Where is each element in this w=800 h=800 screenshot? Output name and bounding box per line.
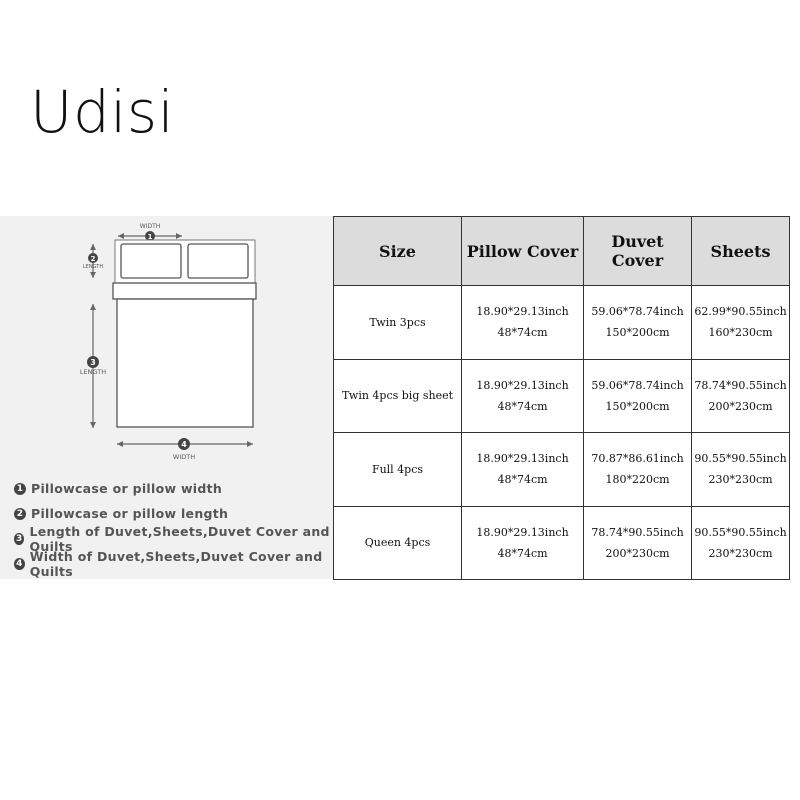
- legend-text: Pillowcase or pillow length: [31, 506, 229, 521]
- legend-number-badge: 2: [14, 507, 26, 520]
- header-duvet-cover: Duvet Cover: [583, 216, 692, 286]
- legend-number-badge: 1: [14, 482, 26, 495]
- marker-4-text: 4: [181, 440, 187, 449]
- small-length-label: LENGTH: [83, 264, 103, 270]
- duvet-cm: 150*200cm: [605, 399, 670, 413]
- duvet-body: [116, 298, 254, 428]
- sheets-cm: 160*230cm: [708, 326, 773, 340]
- pillow-cell: 18.90*29.13inch 48*74cm: [461, 358, 584, 433]
- top-width-label: WIDTH: [140, 223, 161, 230]
- legend-text: Width of Duvet,Sheets,Duvet Cover and Qu…: [29, 548, 323, 579]
- size-cell: Full 4pcs: [333, 432, 462, 507]
- marker-3-icon: [87, 356, 99, 368]
- marker-2-text: 2: [91, 255, 96, 263]
- pillow-cell: 18.90*29.13inch 48*74cm: [461, 505, 584, 580]
- pillow-cell: 18.90*29.13inch 48*74cm: [461, 285, 584, 360]
- duvet-cell: 59.06*78.74inch 150*200cm: [583, 285, 692, 360]
- duvet-inch: 70.87*86.61inch: [591, 452, 684, 466]
- size-cell: Twin 4pcs big sheet: [333, 358, 462, 433]
- duvet-cell: 78.74*90.55inch 200*230cm: [583, 505, 692, 580]
- legend-number-badge: 4: [14, 557, 25, 570]
- header-pillow-cover: Pillow Cover: [461, 216, 584, 286]
- table-header-row: Size Pillow Cover Duvet Cover Sheets: [333, 216, 790, 286]
- duvet-inch: 78.74*90.55inch: [591, 525, 684, 539]
- sheets-cell: 62.99*90.55inch 160*230cm: [691, 285, 790, 360]
- legend-text: Pillowcase or pillow width: [31, 481, 223, 496]
- header-size: Size: [333, 216, 462, 286]
- sheets-cell: 78.74*90.55inch 200*230cm: [691, 358, 790, 433]
- pillow-cell: 18.90*29.13inch 48*74cm: [461, 432, 584, 507]
- size-cell: Queen 4pcs: [333, 505, 462, 580]
- size-cell: Twin 3pcs: [333, 285, 462, 360]
- bottom-width-label: WIDTH: [173, 453, 195, 461]
- sheets-cm: 230*230cm: [708, 546, 773, 560]
- legend-item: 2 Pillowcase or pillow length: [14, 501, 333, 526]
- table-row: Queen 4pcs 18.90*29.13inch 48*74cm 78.74*…: [333, 505, 790, 580]
- header-sheets: Sheets: [691, 216, 790, 286]
- pillow-cm: 48*74cm: [497, 399, 548, 413]
- pillow-inch: 18.90*29.13inch: [476, 378, 569, 392]
- pillow-inch: 18.90*29.13inch: [476, 525, 569, 539]
- legend-item: 1 Pillowcase or pillow width: [14, 476, 333, 501]
- size-chart-table: Size Pillow Cover Duvet Cover Sheets Twi…: [333, 216, 790, 580]
- sheets-inch: 62.99*90.55inch: [694, 305, 787, 319]
- sheets-inch: 90.55*90.55inch: [694, 452, 787, 466]
- sheets-cell: 90.55*90.55inch 230*230cm: [691, 432, 790, 507]
- sheets-cm: 230*230cm: [708, 473, 773, 487]
- legend-item: 3 Length of Duvet,Sheets,Duvet Cover and…: [14, 523, 333, 554]
- pillow-inch: 18.90*29.13inch: [476, 452, 569, 466]
- sheets-cm: 200*230cm: [708, 399, 773, 413]
- sheets-cell: 90.55*90.55inch 230*230cm: [691, 505, 790, 580]
- table-row: Twin 4pcs big sheet 18.90*29.13inch 48*74…: [333, 358, 790, 433]
- legend-item: 4 Width of Duvet,Sheets,Duvet Cover and …: [14, 548, 333, 579]
- marker-4-icon: [178, 438, 190, 450]
- sheets-inch: 90.55*90.55inch: [694, 525, 787, 539]
- duvet-inch: 59.06*78.74inch: [591, 305, 684, 319]
- brand-title: Udisi: [30, 78, 175, 146]
- pillow-cm: 48*74cm: [497, 546, 548, 560]
- marker-1-text: 1: [148, 233, 153, 241]
- bed-diagram-svg: WIDTH 1 2 LENGTH 3 LENGTH: [80, 223, 257, 461]
- legend-number-badge: 3: [14, 532, 25, 545]
- duvet-cm: 150*200cm: [605, 326, 670, 340]
- pillow-cm: 48*74cm: [497, 473, 548, 487]
- table-row: Full 4pcs 18.90*29.13inch 48*74cm 70.87*8…: [333, 432, 790, 507]
- bed-dimension-diagram: WIDTH 1 2 LENGTH 3 LENGTH: [0, 216, 333, 579]
- diagram-legend: 1 Pillowcase or pillow width 2 Pillowcas…: [14, 476, 333, 579]
- table-row: Twin 3pcs 18.90*29.13inch 48*74cm 59.06*7…: [333, 285, 790, 360]
- duvet-fold: [112, 282, 257, 300]
- duvet-cell: 70.87*86.61inch 180*220cm: [583, 432, 692, 507]
- pillow-right: [187, 243, 249, 279]
- duvet-cell: 59.06*78.74inch 150*200cm: [583, 358, 692, 433]
- marker-3-text: 3: [90, 358, 96, 367]
- big-length-label: LENGTH: [80, 368, 106, 376]
- pillow-inch: 18.90*29.13inch: [476, 305, 569, 319]
- pillow-left: [120, 243, 182, 279]
- duvet-inch: 59.06*78.74inch: [591, 378, 684, 392]
- duvet-cm: 180*220cm: [605, 473, 670, 487]
- pillow-cm: 48*74cm: [497, 326, 548, 340]
- marker-1-icon: [145, 231, 155, 241]
- legend-text: Length of Duvet,Sheets,Duvet Cover and Q…: [29, 523, 330, 554]
- duvet-cm: 200*230cm: [605, 546, 670, 560]
- marker-2-icon: [88, 253, 98, 263]
- sheets-inch: 78.74*90.55inch: [694, 378, 787, 392]
